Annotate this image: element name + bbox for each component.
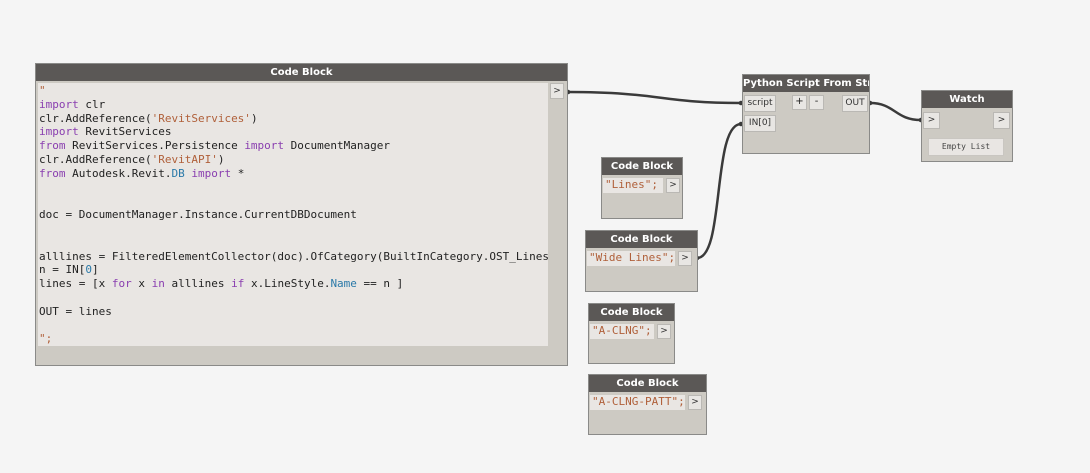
code-token: import xyxy=(191,166,232,180)
code-line: " xyxy=(39,84,548,98)
code-editor[interactable]: "A-CLNG-PATT"; xyxy=(590,395,685,410)
code-line: doc = DocumentManager.Instance.CurrentDB… xyxy=(39,208,548,222)
code-token: lines = [x xyxy=(39,277,112,291)
code-token: OUT = lines xyxy=(39,304,112,318)
code-token: DB xyxy=(171,166,185,180)
code-line: "; xyxy=(39,332,548,346)
code-token: clr.AddReference( xyxy=(39,111,152,125)
code-token: for xyxy=(111,277,132,291)
node-title: Code Block xyxy=(602,158,682,175)
code-token: n = IN[ xyxy=(39,263,86,277)
output-port-out[interactable]: OUT xyxy=(842,95,868,112)
code-token: "; xyxy=(39,332,53,346)
watch-node[interactable]: Watch > > Empty List xyxy=(921,90,1013,162)
code-line: clr.AddReference('RevitAPI') xyxy=(39,153,548,167)
code-token: == n ] xyxy=(356,277,404,291)
code-token: RevitServices.Persistence xyxy=(65,139,245,153)
code-line: alllines = FilteredElementCollector(doc)… xyxy=(39,250,548,264)
node-title: Code Block xyxy=(589,375,706,392)
code-token: ) xyxy=(250,111,258,125)
code-token: * xyxy=(231,166,245,180)
code-line: lines = [x for x in alllines if x.LineSt… xyxy=(39,277,548,291)
code-line xyxy=(39,181,548,195)
add-input-button[interactable]: + xyxy=(792,95,807,110)
code-line: import clr xyxy=(39,98,548,112)
wire-code-to-script xyxy=(567,90,742,105)
code-token: x xyxy=(131,277,152,291)
input-port[interactable]: > xyxy=(923,112,940,129)
wire-widelines-to-in0 xyxy=(696,122,742,260)
output-port[interactable]: > xyxy=(688,395,702,410)
code-block-node-a-clng[interactable]: Code Block "A-CLNG"; > xyxy=(588,303,675,364)
code-token: in xyxy=(151,277,165,291)
code-token: alllines xyxy=(164,277,232,291)
code-token: ] xyxy=(91,263,99,277)
code-token: import xyxy=(39,125,79,139)
python-script-from-string-node[interactable]: Python Script From String script IN[0] +… xyxy=(742,74,870,154)
code-token: 'RevitAPI' xyxy=(151,152,218,166)
code-line: clr.AddReference('RevitServices') xyxy=(39,112,548,126)
code-line: n = IN[0] xyxy=(39,263,548,277)
code-token: 'RevitServices' xyxy=(151,111,251,125)
watch-value: Empty List xyxy=(928,138,1004,156)
output-port[interactable]: > xyxy=(666,178,680,193)
code-token: 0 xyxy=(85,263,92,277)
code-token: alllines = FilteredElementCollector(doc)… xyxy=(39,249,548,263)
code-line xyxy=(39,291,548,305)
code-block-node-wide-lines[interactable]: Code Block "Wide Lines"; > xyxy=(585,230,698,292)
code-line xyxy=(39,194,548,208)
code-token: import xyxy=(244,139,285,153)
output-port[interactable]: > xyxy=(550,83,564,99)
output-port[interactable]: > xyxy=(993,112,1010,129)
node-title: Watch xyxy=(922,91,1012,108)
node-title: Code Block xyxy=(586,231,697,248)
code-token: x.LineStyle. xyxy=(244,277,331,291)
code-token: from xyxy=(39,139,66,153)
code-line: import RevitServices xyxy=(39,125,548,139)
input-port-in0[interactable]: IN[0] xyxy=(744,115,776,132)
code-token: clr.AddReference( xyxy=(39,152,152,166)
code-token: if xyxy=(231,277,245,291)
wire-out-to-watch xyxy=(869,101,922,122)
code-token: ) xyxy=(217,152,225,166)
code-token: Autodesk.Revit. xyxy=(65,166,172,180)
code-token: RevitServices xyxy=(78,125,172,139)
code-editor[interactable]: "Wide Lines"; xyxy=(587,251,675,266)
output-port[interactable]: > xyxy=(657,324,671,339)
output-port[interactable]: > xyxy=(678,251,692,266)
code-token: Name xyxy=(330,277,357,291)
code-line: from RevitServices.Persistence import Do… xyxy=(39,139,548,153)
code-line: from Autodesk.Revit.DB import * xyxy=(39,167,548,181)
code-token: DocumentManager xyxy=(284,139,391,153)
code-editor[interactable]: "Lines"; xyxy=(603,178,663,193)
code-line: OUT = lines xyxy=(39,305,548,319)
node-title: Code Block xyxy=(36,64,567,81)
code-token: clr xyxy=(78,97,106,111)
code-editor[interactable]: "A-CLNG"; xyxy=(590,324,654,339)
code-token: doc = DocumentManager.Instance.CurrentDB… xyxy=(39,208,357,222)
code-line xyxy=(39,222,548,236)
code-block-node-a-clng-patt[interactable]: Code Block "A-CLNG-PATT"; > xyxy=(588,374,707,435)
code-line xyxy=(39,319,548,333)
code-token: from xyxy=(39,166,66,180)
node-title: Code Block xyxy=(589,304,674,321)
code-block-node-lines[interactable]: Code Block "Lines"; > xyxy=(601,157,683,219)
node-title: Python Script From String xyxy=(743,75,869,92)
code-line xyxy=(39,236,548,250)
code-token: " xyxy=(39,84,46,97)
remove-input-button[interactable]: - xyxy=(809,95,824,110)
code-token: import xyxy=(39,97,79,111)
input-port-script[interactable]: script xyxy=(744,95,776,112)
